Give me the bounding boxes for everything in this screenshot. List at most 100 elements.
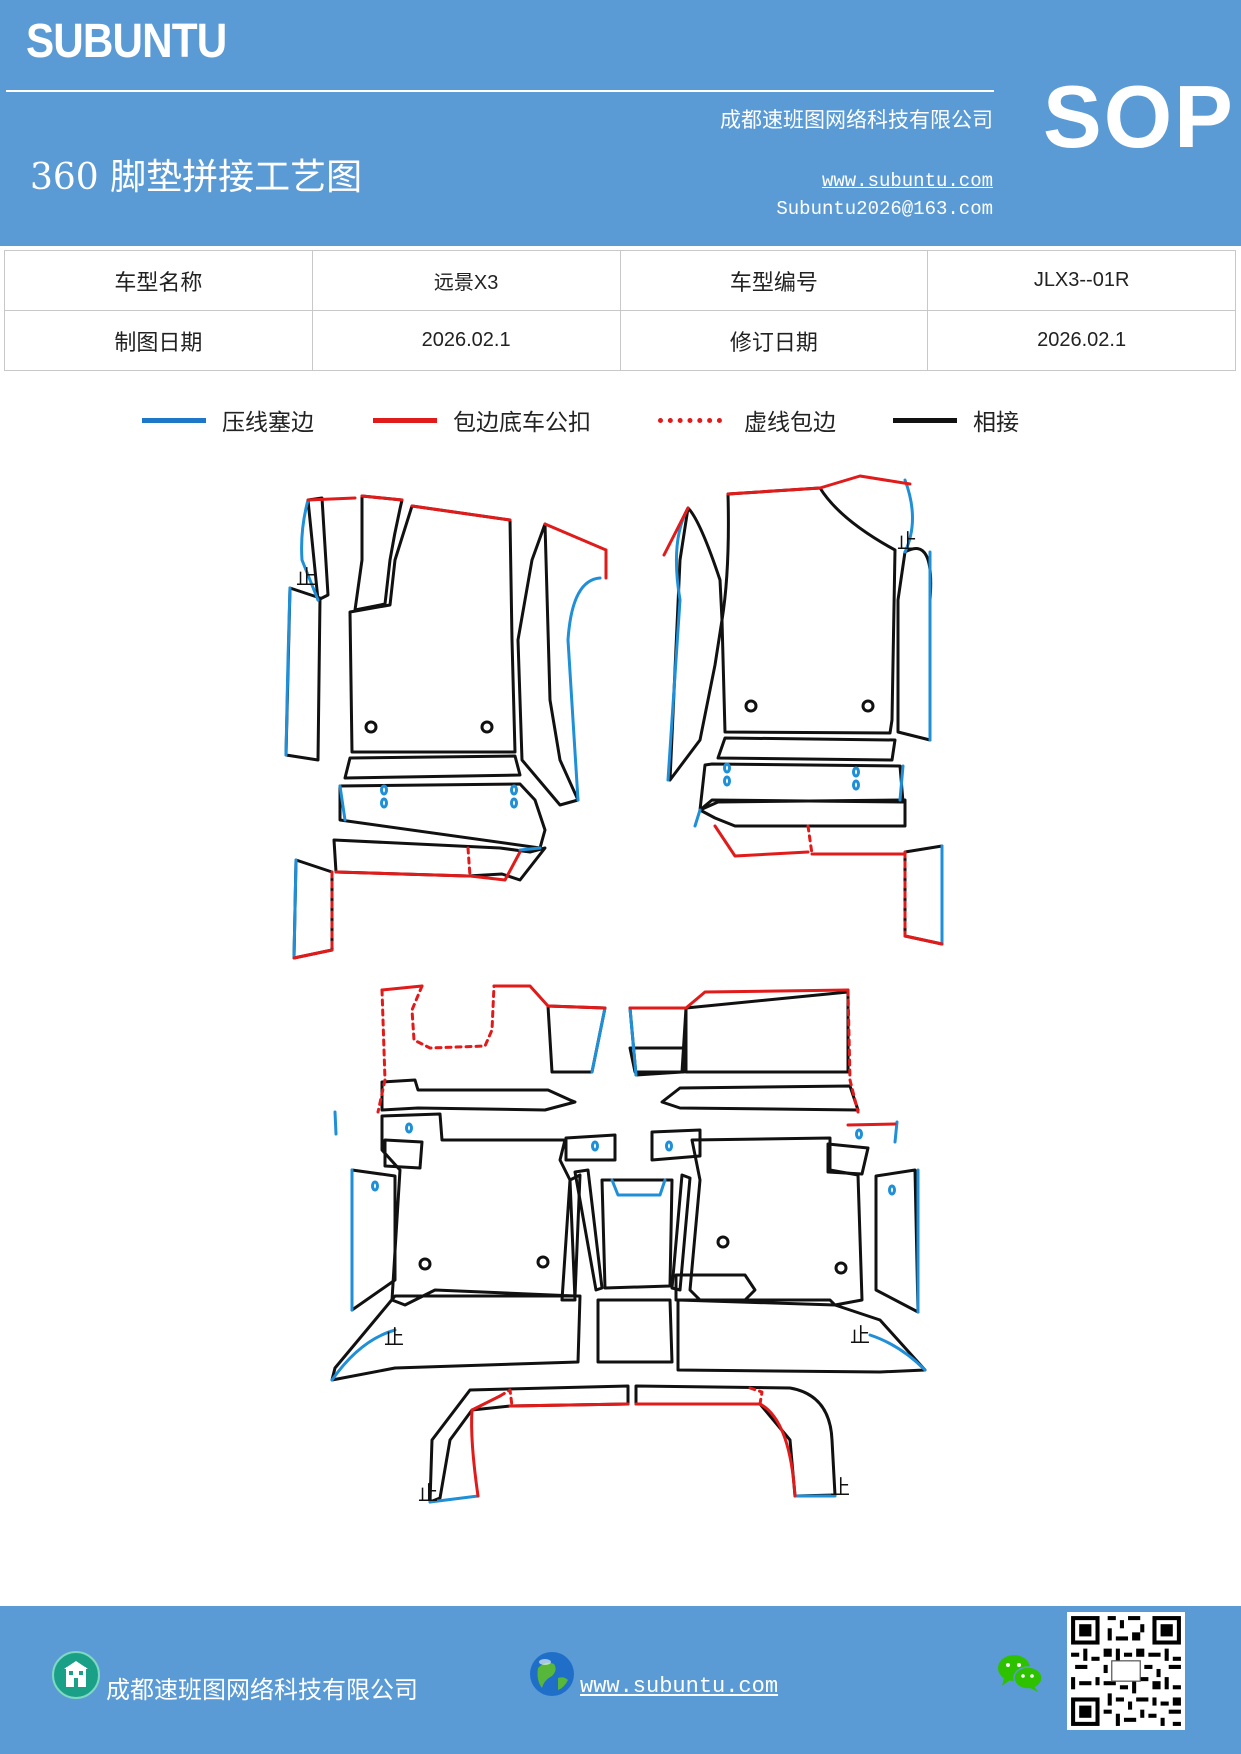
red-dotted-edge	[806, 824, 814, 856]
red-edge	[543, 522, 608, 580]
mat-piece-rear-armrest	[628, 1046, 688, 1074]
blue-clip-icon	[510, 784, 518, 796]
mat-piece-driver-main	[348, 504, 517, 754]
draw-date-value: 2026.02.1	[311, 310, 621, 371]
red-edge	[470, 1408, 480, 1498]
mat-piece-rear-tunnel-left	[573, 1168, 604, 1292]
grommet-icon	[716, 1235, 730, 1249]
model-name-label: 车型名称	[4, 250, 313, 311]
blue-edge	[666, 506, 690, 782]
red-edge	[508, 1402, 630, 1408]
mat-piece-rear-tab-right	[650, 1128, 702, 1162]
mat-piece-rear-tunnel-right	[670, 1173, 692, 1292]
draw-date-label: 制图日期	[4, 310, 313, 371]
blue-edge	[330, 1328, 397, 1382]
legend-swatch-red	[373, 417, 437, 423]
model-code-value: JLX3--01R	[927, 250, 1236, 311]
blue-edge	[893, 1120, 899, 1144]
grommet-icon	[536, 1255, 550, 1269]
mat-piece-heel-strip	[343, 754, 522, 780]
blue-edge	[903, 478, 914, 554]
stop-mark-icon: 止	[897, 529, 917, 553]
header-company: 成都速班图网络科技有限公司	[720, 108, 993, 132]
stop-mark-icon: 止	[296, 565, 316, 589]
header-divider	[6, 90, 994, 92]
blue-edge	[868, 1333, 927, 1372]
legend-swatch-blue	[142, 417, 206, 423]
legend-item-binding: 包边底车公扣	[373, 404, 591, 436]
footer-company: 成都速班图网络科技有限公司	[106, 1676, 418, 1704]
qr-code-pattern	[1067, 1612, 1185, 1730]
header-banner	[0, 0, 1241, 246]
mat-piece-right-side	[896, 546, 933, 742]
grommet-icon	[480, 720, 494, 734]
blue-edge	[566, 576, 602, 802]
mat-piece-lower-right	[698, 762, 905, 812]
red-dotted-edge	[466, 846, 472, 878]
legend-swatch-red-dotted	[658, 417, 722, 423]
grommet-icon	[834, 1261, 848, 1275]
red-dotted-edge	[410, 984, 496, 1050]
blue-clip-icon	[852, 779, 860, 791]
sop-badge: SOP	[1043, 67, 1235, 166]
legend-label: 压线塞边	[222, 410, 314, 436]
globe-icon	[530, 1652, 574, 1696]
red-edge	[758, 1402, 797, 1498]
red-edge	[903, 934, 944, 946]
mat-piece-rear-pad-right	[826, 1142, 870, 1176]
qr-code	[1067, 1612, 1185, 1730]
header-website-link[interactable]: www.subuntu.com	[821, 170, 993, 192]
blue-clip-icon	[855, 1128, 863, 1140]
red-edge	[470, 1394, 502, 1412]
blue-clip-icon	[723, 775, 731, 787]
blue-edge	[518, 846, 542, 852]
vehicle-info-table: 车型名称 远景X3 车型编号 JLX3--01R 制图日期 2026.02.1 …	[4, 250, 1236, 371]
mat-piece-rear-right-front	[676, 1298, 927, 1374]
page-title: 360 脚垫拼接工艺图	[30, 157, 363, 198]
blue-edge	[428, 1494, 480, 1504]
blue-edge	[898, 764, 905, 802]
blue-edge	[300, 498, 320, 602]
mat-piece-corner-right	[903, 844, 944, 946]
mat-piece-sill-right	[668, 506, 724, 782]
blue-edge	[284, 586, 292, 757]
blue-edge	[628, 1006, 638, 1077]
mat-piece-rear-top-right	[684, 990, 850, 1074]
grommet-icon	[364, 720, 378, 734]
blue-clip-icon	[380, 797, 388, 809]
mat-piece-heel-strip-right	[716, 736, 897, 762]
red-edge	[292, 948, 334, 960]
mat-piece-rear-small-right	[628, 1006, 688, 1077]
mat-piece-lower-left	[338, 782, 547, 850]
red-edge	[546, 1004, 607, 1010]
mat-piece-rear-left-front	[330, 1294, 582, 1382]
mat-piece-rear-right-main	[688, 1136, 864, 1307]
red-edge	[410, 504, 512, 522]
mat-piece-rear-top-right-strip	[660, 1084, 860, 1112]
red-dotted-edge	[376, 988, 387, 1114]
mat-piece-passenger-main	[720, 486, 897, 735]
mat-piece-sill-left	[516, 522, 580, 807]
blue-clip-icon	[723, 762, 731, 774]
revision-date-value: 2026.02.1	[927, 310, 1236, 371]
mat-piece-corner-left	[292, 858, 334, 960]
blue-clip-icon	[380, 784, 388, 796]
mat-piece-third-row-left	[428, 1384, 630, 1504]
mat-piece-front-edge-right	[698, 798, 907, 828]
legend-item-join: 相接	[893, 404, 1019, 436]
red-edge	[360, 494, 404, 502]
blue-edge	[333, 1110, 338, 1136]
red-edge	[713, 824, 810, 858]
red-edge	[306, 496, 357, 502]
footer-website-link[interactable]: www.subuntu.com	[580, 1674, 779, 1699]
legend-swatch-black	[893, 417, 957, 423]
blue-clip-icon	[591, 1140, 599, 1152]
stop-mark-icon: 止	[384, 1325, 404, 1349]
blue-clip-icon	[510, 797, 518, 809]
grommet-icon	[861, 699, 875, 713]
model-name-value: 远景X3	[311, 250, 621, 311]
table-row: 制图日期 2026.02.1 修订日期 2026.02.1	[4, 310, 1236, 371]
grommet-icon	[744, 699, 758, 713]
red-edge	[492, 984, 550, 1008]
grommet-icon	[418, 1257, 432, 1271]
